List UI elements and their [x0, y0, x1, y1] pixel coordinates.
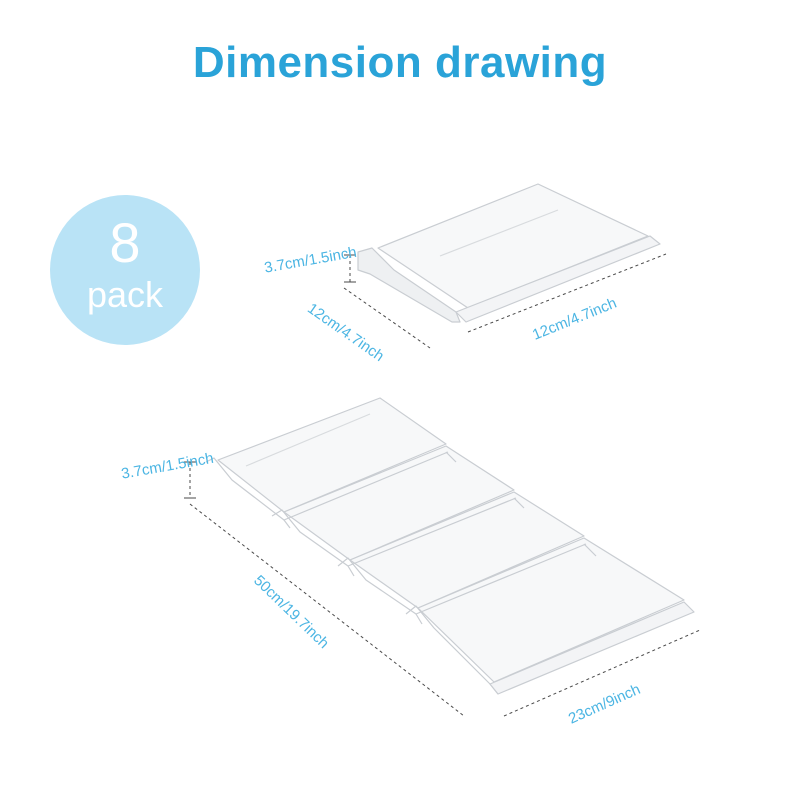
- large-stand-tier-4: [417, 537, 685, 683]
- pack-count-badge: 8 pack: [50, 195, 200, 345]
- small-stand: [357, 183, 661, 323]
- large-stand-front-rail: [489, 601, 695, 695]
- large-stand-tier-3: [349, 491, 585, 609]
- small-stand-back-panel: [377, 183, 649, 309]
- large-stand-tier-2: [283, 445, 515, 561]
- small-stand-front-rail: [455, 235, 661, 323]
- large-stand-dimensions: [184, 461, 701, 717]
- large-stand: [205, 397, 695, 695]
- large-stand-tier-1: [217, 397, 447, 513]
- small-stand-dimensions: [343, 253, 667, 349]
- small-stand-front-lip: [357, 247, 461, 323]
- page-title: Dimension drawing: [192, 38, 608, 87]
- pack-count-number: 8: [109, 211, 141, 274]
- pack-count-word: pack: [86, 274, 164, 315]
- small-stand-groove-line: [439, 209, 559, 257]
